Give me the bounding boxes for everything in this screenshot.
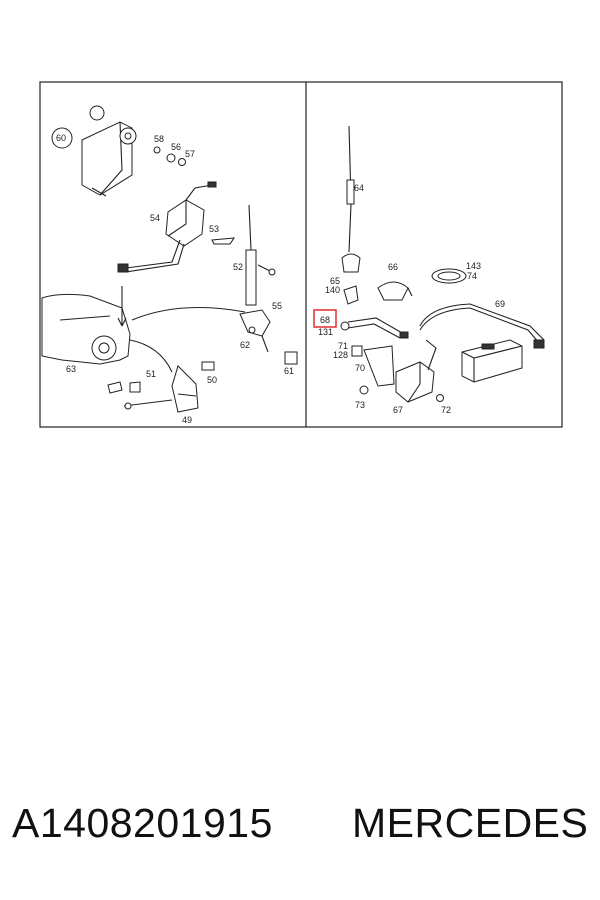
label-65: 65 — [330, 276, 340, 286]
clip-53 — [211, 237, 236, 245]
control-unit-54 — [117, 181, 217, 273]
connector-cable-68 — [340, 317, 409, 339]
antenna-base-66 — [377, 281, 413, 301]
label-53: 53 — [209, 224, 219, 234]
amplifier-module-60 — [81, 105, 137, 197]
bracket-71-128 — [351, 345, 363, 357]
label-67: 67 — [393, 405, 403, 415]
label-74: 74 — [467, 271, 477, 281]
brand-name: MERCEDES — [352, 800, 589, 846]
label-128: 128 — [333, 350, 348, 360]
label-131: 131 — [318, 327, 333, 337]
receiver-box — [461, 339, 523, 383]
label-70: 70 — [355, 363, 365, 373]
grommet-61 — [284, 351, 298, 365]
fasteners-56-57-58 — [153, 146, 186, 166]
label-55: 55 — [272, 301, 282, 311]
leader-lines-left — [117, 286, 246, 373]
label-143: 143 — [466, 261, 481, 271]
cover-49 — [123, 365, 199, 413]
label-63: 63 — [66, 364, 76, 374]
label-72: 72 — [441, 405, 451, 415]
cable-69 — [419, 303, 545, 349]
label-52: 52 — [233, 262, 243, 272]
vehicle-outline-63 — [41, 293, 131, 365]
label-51: 51 — [146, 369, 156, 379]
highlight-box-68 — [313, 309, 337, 328]
label-64: 64 — [354, 183, 364, 193]
label-56: 56 — [171, 142, 181, 152]
caption-bar: A1408201915 MERCEDES — [0, 800, 600, 860]
antenna-module-67 — [395, 339, 437, 403]
label-68: 68 — [320, 315, 330, 325]
power-antenna-52 — [245, 204, 276, 306]
callout-circle-60 — [51, 127, 73, 149]
label-66: 66 — [388, 262, 398, 272]
label-60: 60 — [56, 133, 66, 143]
label-61: 61 — [284, 366, 294, 376]
label-62: 62 — [240, 340, 250, 350]
label-54: 54 — [150, 213, 160, 223]
label-50: 50 — [207, 375, 217, 385]
antenna-mast-64 — [341, 125, 361, 273]
plug-50 — [201, 361, 215, 371]
screw-73 — [359, 385, 369, 395]
label-71: 71 — [338, 341, 348, 351]
clip-51 — [107, 381, 141, 394]
grommet-ring-143-74 — [431, 268, 467, 284]
screw-72 — [436, 394, 444, 402]
label-49: 49 — [182, 415, 192, 425]
parts-diagram: 60 58 56 57 54 53 52 55 62 — [39, 81, 563, 428]
label-73: 73 — [355, 400, 365, 410]
label-69: 69 — [495, 299, 505, 309]
label-140: 140 — [325, 285, 340, 295]
mounting-panel-70 — [363, 345, 395, 387]
bracket-55-62 — [239, 309, 271, 353]
label-57: 57 — [185, 149, 195, 159]
nut-65-140 — [343, 285, 359, 305]
label-58: 58 — [154, 134, 164, 144]
part-number: A1408201915 — [12, 800, 273, 846]
